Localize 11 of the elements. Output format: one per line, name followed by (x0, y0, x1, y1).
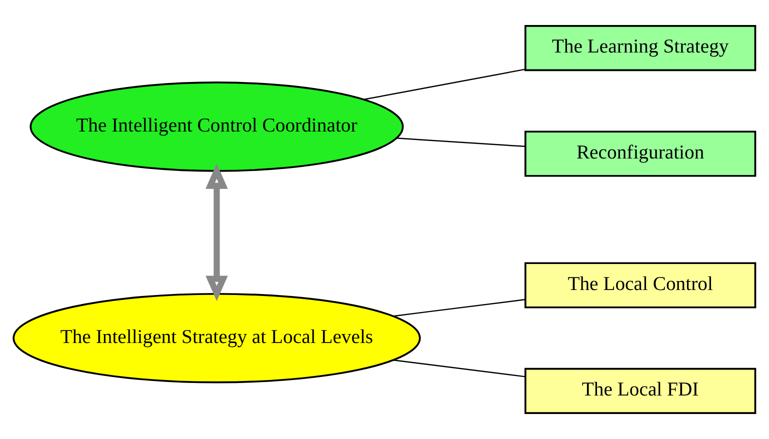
node-box: Reconfiguration (524, 130, 756, 177)
connector (396, 138, 526, 148)
connector (393, 360, 526, 378)
node-ellipse: The Intelligent Control Coordinator (30, 82, 404, 172)
connector (393, 298, 526, 317)
node-box: The Local Control (524, 262, 756, 308)
node-box: The Learning Strategy (524, 25, 756, 72)
node-box: The Local FDI (524, 368, 756, 414)
arrow (206, 163, 228, 302)
connector (363, 68, 526, 100)
node-ellipse: The Intelligent Strategy at Local Levels (12, 292, 421, 384)
